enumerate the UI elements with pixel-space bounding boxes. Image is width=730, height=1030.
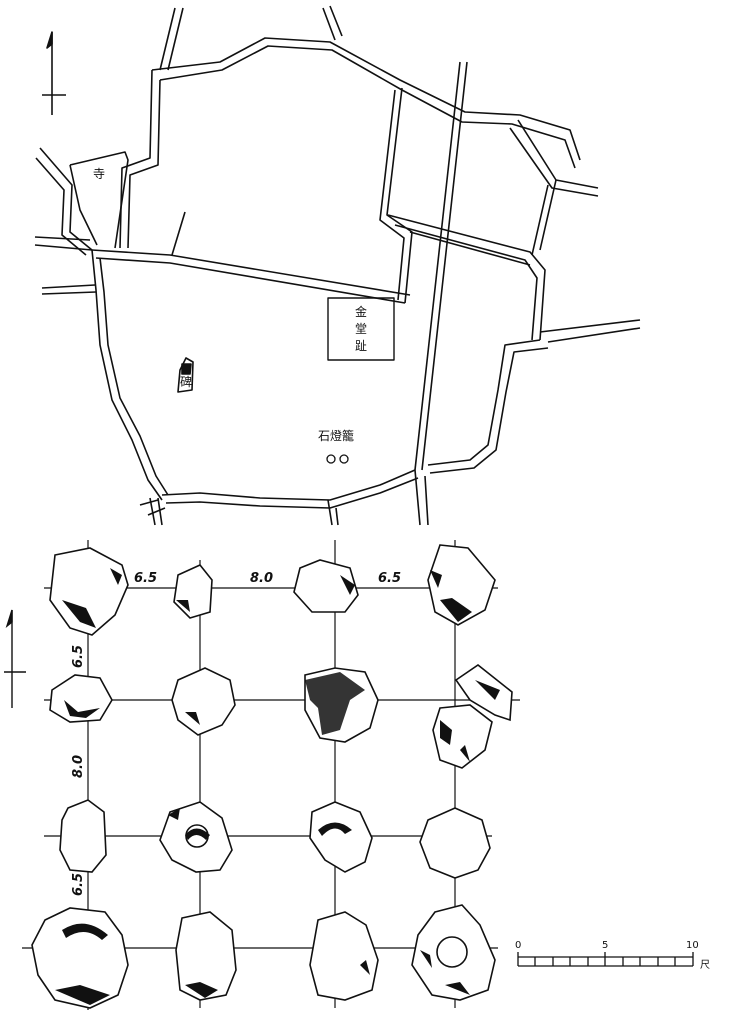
road xyxy=(414,319,641,526)
road xyxy=(161,469,419,526)
foundation-stone xyxy=(432,704,493,769)
scale-tick-10: 10 xyxy=(686,940,699,951)
foundation-stone xyxy=(293,559,359,613)
label-kondo-site: 堂 xyxy=(355,322,367,336)
dim-label-left-2: 8.0 xyxy=(71,755,86,778)
foundation-stone xyxy=(175,911,237,1001)
road xyxy=(387,179,557,341)
road xyxy=(159,5,343,71)
north-arrow-icon xyxy=(4,609,26,708)
dim-label-top-3: 6.5 xyxy=(378,571,401,586)
foundation-stone xyxy=(49,547,129,636)
north-arrow-icon xyxy=(42,31,66,115)
label-small-building: 寺 xyxy=(93,167,105,181)
road xyxy=(34,69,186,295)
scale-tick-5: 5 xyxy=(602,940,608,951)
scale-unit-label: 尺 xyxy=(700,959,710,971)
stone-lantern-marker xyxy=(339,454,349,464)
foundation-stone xyxy=(309,911,379,1001)
monument-icon xyxy=(177,357,194,393)
site-map xyxy=(34,5,641,526)
foundation-stone xyxy=(173,564,213,619)
dim-label-left-3: 6.5 xyxy=(71,873,86,896)
dim-label-top-1: 6.5 xyxy=(134,571,157,586)
road xyxy=(379,87,413,304)
foundation-stone xyxy=(419,807,491,879)
dim-label-left-1: 6.5 xyxy=(71,645,86,668)
dim-label-top-2: 8.0 xyxy=(250,571,273,586)
foundation-stone xyxy=(159,801,233,873)
stone-lantern-marker xyxy=(326,454,336,464)
label-kondo-site: 金 xyxy=(355,304,367,319)
label-monument: 碑 xyxy=(180,374,192,389)
foundation-stone-plan: 6.5 8.0 6.5 6.5 8.0 6.5 0 5 10 尺 xyxy=(4,540,710,1010)
road xyxy=(91,249,169,526)
foundation-stone xyxy=(411,904,496,1001)
foundation-stone xyxy=(454,664,513,722)
scale-bar xyxy=(517,952,694,967)
label-kondo-site: 趾 xyxy=(355,339,367,353)
dowel-hole xyxy=(436,936,468,968)
road xyxy=(414,61,468,471)
foundation-stone xyxy=(309,801,373,873)
scale-tick-0: 0 xyxy=(515,940,521,951)
kondo-site-outline xyxy=(327,297,395,361)
road xyxy=(151,37,599,197)
label-stone-lanterns: 石燈籠 xyxy=(318,428,354,443)
foundation-stone xyxy=(171,667,236,736)
road xyxy=(91,249,411,304)
foundation-stone xyxy=(59,799,107,873)
